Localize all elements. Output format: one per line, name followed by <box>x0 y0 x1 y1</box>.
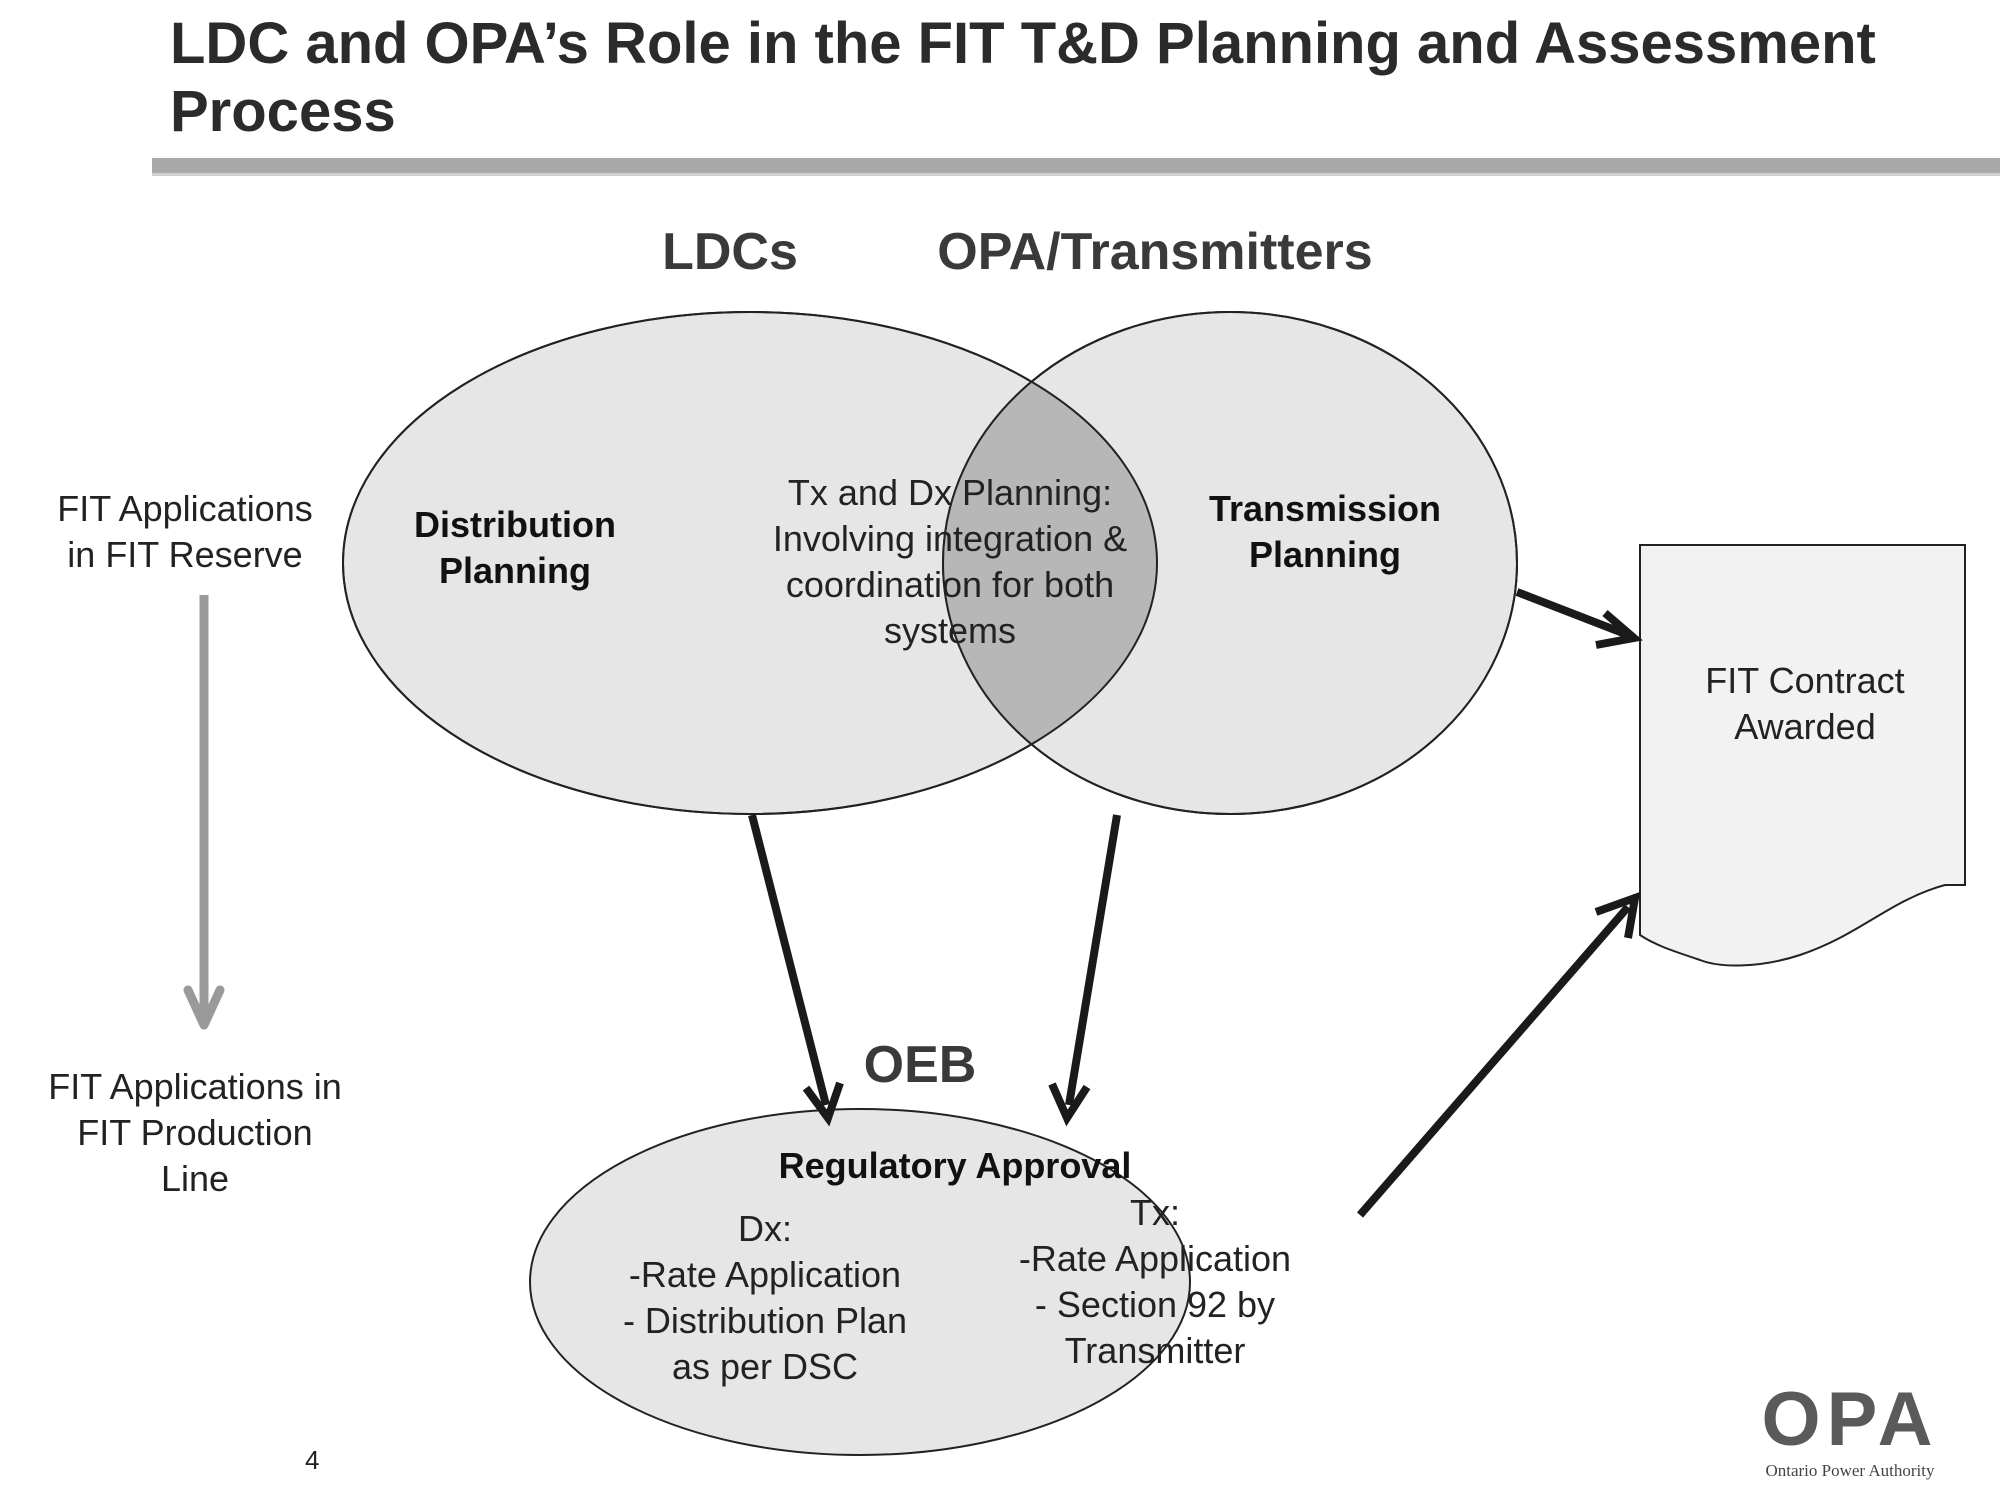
arrow-transmission-to-oeb <box>1065 814 1121 1106</box>
arrow-transmission-to-contract <box>1515 588 1630 639</box>
dx-line-2: - Distribution Plan <box>622 1300 908 1341</box>
label-overlap-planning: Tx and Dx Planning: Involving integratio… <box>772 472 1128 651</box>
label-regulatory-approval: Regulatory Approval <box>778 1145 1132 1186</box>
dx-line-3: as per DSC <box>671 1346 859 1387</box>
tx-line-2: - Section 92 by <box>1034 1284 1276 1325</box>
arrow-oeb-to-contract <box>1356 904 1632 1218</box>
label-fit-contract-awarded: FIT Contract Awarded <box>1705 660 1905 747</box>
title-divider <box>152 158 2000 174</box>
ldc-ellipse-outline <box>342 311 1158 815</box>
arrow-transmission-to-contract-head <box>1595 609 1643 649</box>
tx-line-1: -Rate Application <box>1018 1238 1292 1279</box>
tx-line-3: Transmitter <box>1064 1330 1246 1371</box>
overlap-region <box>943 312 1157 814</box>
dx-heading: Dx: <box>738 1208 792 1249</box>
tx-heading: Tx: <box>1130 1192 1180 1233</box>
arrow-transmission-to-oeb-head <box>1048 1082 1091 1127</box>
opa-logo-mark: OPA <box>1761 1377 1939 1462</box>
header-opa-transmitters: OPA/Transmitters <box>937 223 1373 281</box>
arrow-oeb-to-contract-head <box>1594 891 1641 939</box>
title-divider-shadow <box>152 173 2000 176</box>
label-fit-production-line: FIT Applications in FIT Production Line <box>48 1066 342 1199</box>
page-number: 4 <box>305 1445 320 1475</box>
arrow-distribution-to-oeb <box>748 814 830 1106</box>
opa-ellipse-outline <box>942 311 1518 815</box>
header-oeb: OEB <box>863 1036 977 1094</box>
regulatory-ellipse <box>529 1108 1191 1456</box>
dx-line-1: -Rate Application <box>628 1254 902 1295</box>
label-distribution-planning: Distribution Planning <box>414 504 616 591</box>
opa-logo: OPA Ontario Power Authority <box>1745 1377 1955 1481</box>
opa-logo-name: Ontario Power Authority <box>1765 1461 1935 1480</box>
label-fit-reserve: FIT Applications in FIT Reserve <box>57 488 313 575</box>
slide-title: LDC and OPA’s Role in the FIT T&D Planni… <box>170 11 1876 144</box>
header-ldcs: LDCs <box>662 223 798 281</box>
contract-document <box>1639 544 1966 967</box>
grey-arrow-head <box>183 985 225 1030</box>
label-transmission-planning: Transmission Planning <box>1208 488 1442 575</box>
arrow-distribution-to-oeb-head <box>802 1081 844 1127</box>
